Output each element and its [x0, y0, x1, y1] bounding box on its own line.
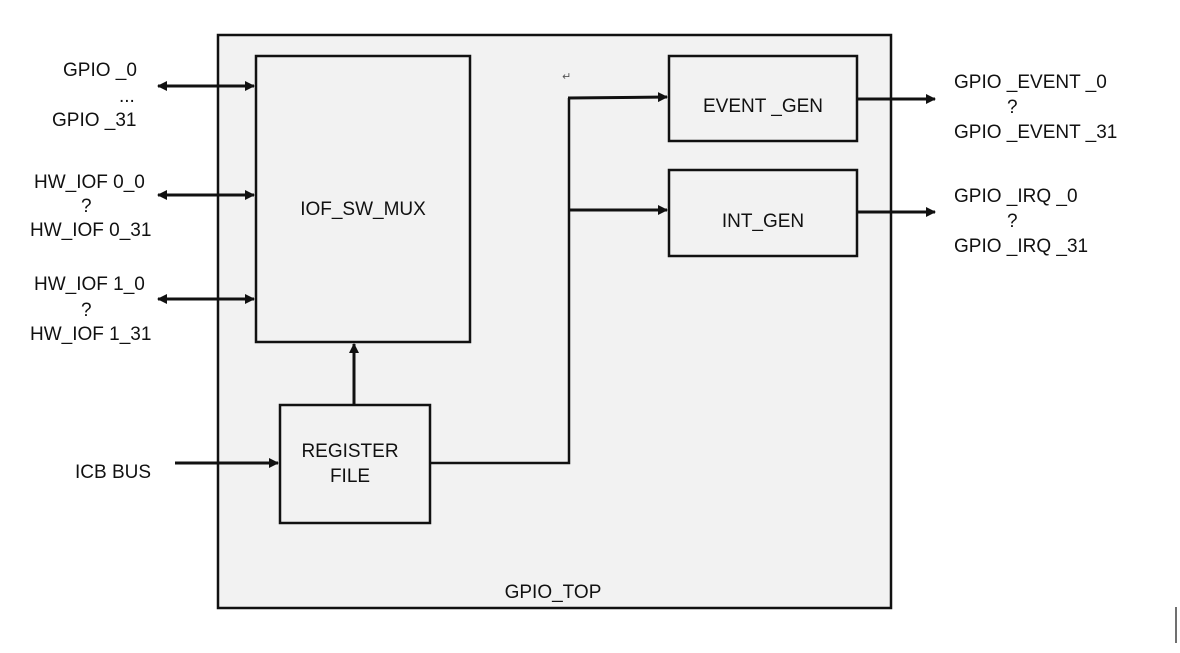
- gpio-irq-mid-label: ?: [1007, 211, 1018, 232]
- register-file-block: [278, 403, 432, 525]
- iof-sw-mux-block: [254, 54, 472, 344]
- hw-iof0-mid-label: ?: [81, 196, 92, 217]
- hw-iof1-first-label: HW_IOF 1_0: [34, 274, 145, 295]
- iof-sw-mux-label: IOF_SW_MUX: [300, 198, 426, 220]
- register-file-label: REGISTER FILE: [280, 405, 420, 523]
- register-file-line2: FILE: [329, 466, 371, 487]
- hw-iof1-mid-label: ?: [81, 300, 92, 321]
- event-gen-block: [667, 54, 859, 143]
- gpio-irq-last-label: GPIO _IRQ _31: [954, 236, 1089, 257]
- register-file-line1: REGISTER: [301, 441, 399, 462]
- hw-iof0-first-label: HW_IOF 0_0: [34, 172, 145, 193]
- gpio-top-label: GPIO_TOP: [504, 582, 602, 603]
- int-gen-block: [667, 168, 859, 258]
- gpio-event-first-label: GPIO _EVENT _0: [954, 72, 1107, 93]
- hw-iof0-last-label: HW_IOF 0_31: [30, 220, 152, 241]
- event-gen-label: EVENT _GEN: [702, 96, 824, 117]
- icb-bus-label: ICB BUS: [75, 462, 152, 483]
- hw-iof1-last-label: HW_IOF 1_31: [30, 324, 152, 345]
- return-mark-icon: ↵: [562, 71, 572, 83]
- gpio-mid-label: ...: [119, 86, 135, 107]
- regfile-to-gen-wire: [431, 98, 571, 465]
- gpio-first-label: GPIO _0: [63, 60, 137, 81]
- gpio-event-mid-label: ?: [1007, 97, 1018, 118]
- int-gen-label: INT_GEN: [721, 210, 805, 232]
- to-event-gen-arrow: [567, 92, 668, 103]
- gpio-last-label: GPIO _31: [52, 110, 137, 131]
- gpio-irq-first-label: GPIO _IRQ _0: [954, 186, 1078, 207]
- gpio-event-last-label: GPIO _EVENT _31: [954, 122, 1118, 143]
